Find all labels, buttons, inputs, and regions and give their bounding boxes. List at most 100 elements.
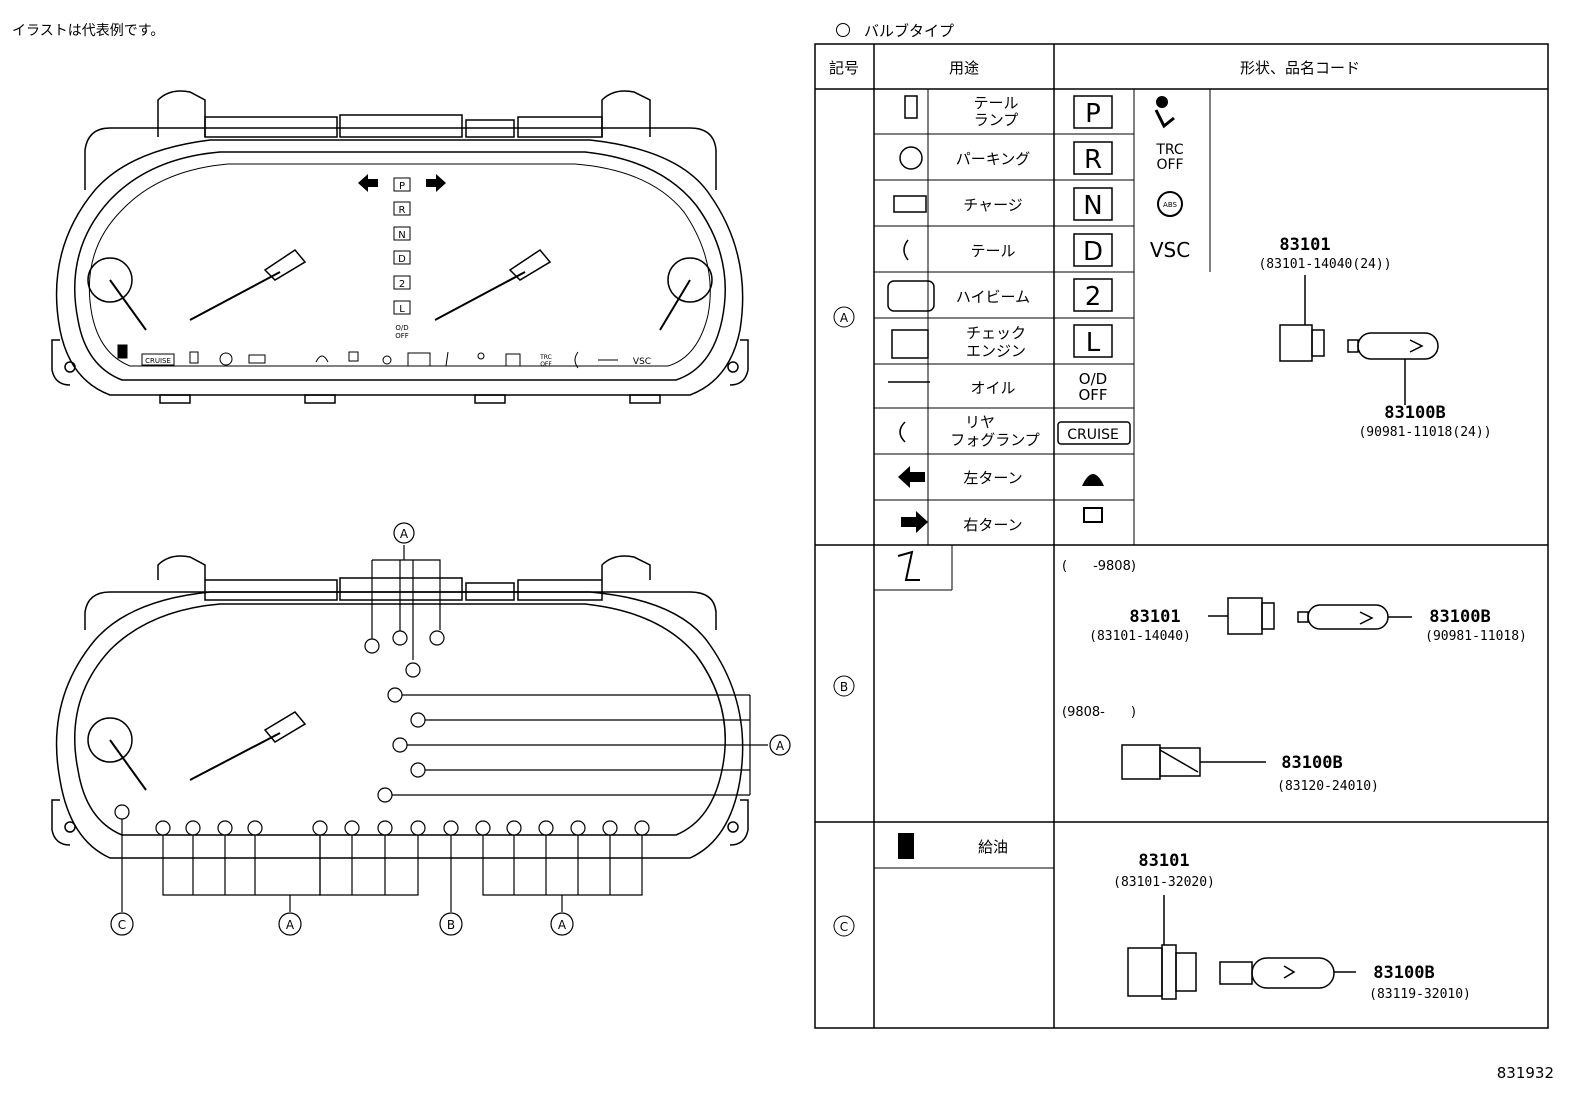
b-range-2: (9808- ) <box>1062 705 1136 720</box>
bulb-type-label: バルブタイプ <box>864 22 955 40</box>
c-socket-part: (83101-32020) <box>1113 875 1215 890</box>
usage-label-line: エンジン <box>966 342 1026 360</box>
trc-off-line: OFF <box>1156 157 1183 173</box>
bottom-socket-callouts <box>110 804 650 936</box>
usage-label-line: テール <box>973 94 1018 112</box>
shift-od-off: O/D <box>395 324 408 332</box>
slip-icon <box>348 351 359 362</box>
door-open-icon <box>315 355 329 363</box>
right-turn-icon <box>901 511 928 533</box>
svg-text:TRC: TRC <box>539 354 552 361</box>
usage-label-line: フォグランプ <box>950 431 1040 449</box>
callout-a-top: A <box>400 527 409 541</box>
b-bulb2-drawing <box>1121 744 1266 780</box>
shift-indicator-column: P R N D 2 L O/D OFF <box>393 177 411 340</box>
shift-d: D <box>398 254 406 265</box>
abs-indicator: ABS <box>1163 201 1177 209</box>
header-shape: 形状、品名コード <box>1240 59 1360 77</box>
check-engine-icon <box>891 329 929 359</box>
b-bulb2-part: (83120-24010) <box>1277 779 1379 794</box>
b-socket-drawing <box>1208 597 1412 635</box>
c-socket-drawing <box>1127 895 1356 1000</box>
usage-label: テール <box>970 242 1015 260</box>
shift-p: P <box>399 181 405 192</box>
abs-icon <box>1157 191 1183 217</box>
b-bulb2-code: 83100B <box>1281 753 1342 773</box>
od-off-line: OFF <box>1078 386 1107 404</box>
door-icon <box>904 95 918 119</box>
slip-icon <box>1083 507 1103 523</box>
a-bulb-code: 83100B <box>1384 403 1445 423</box>
symbol-c: C <box>840 920 848 934</box>
usage-label: パーキング <box>956 150 1031 168</box>
usage-label: オイル <box>970 379 1015 397</box>
usage-label: チェックエンジン <box>966 324 1026 360</box>
check-engine-icon <box>505 353 521 367</box>
fuel-icon <box>898 833 914 859</box>
usage-label-line: チェック <box>966 324 1026 342</box>
battery-icon <box>248 354 266 364</box>
shift-n: N <box>398 230 405 241</box>
c-bulb-code: 83100B <box>1373 963 1434 983</box>
shift-p-indicator: P <box>1085 99 1101 129</box>
usage-label: 右ターン <box>963 516 1022 534</box>
shift-r: R <box>399 205 406 216</box>
usage-labels-a: テールランプ パーキング チャージ テール ハイビーム チェックエンジン オイル… <box>950 94 1040 856</box>
document-number: 831932 <box>1496 1064 1554 1082</box>
cruise-indicator <box>141 353 175 366</box>
cruise-indicator: CRUISE <box>1067 427 1119 443</box>
cluster-indicator-row: CRUISE TRC OFF VSC <box>117 344 651 369</box>
a-socket-drawing <box>1279 275 1439 405</box>
c-bulb-part: (83119-32010) <box>1369 987 1471 1002</box>
b-socket-code: 83101 <box>1129 607 1180 627</box>
b-bulb-code: 83100B <box>1429 607 1490 627</box>
parking-brake-icon <box>219 352 233 366</box>
a-socket-part: (83101-14040(24)) <box>1258 257 1391 272</box>
shift-r-indicator: R <box>1084 145 1102 175</box>
left-turn-icon <box>358 174 378 192</box>
shift-d-indicator: D <box>1083 237 1103 267</box>
seatbelt-icon <box>897 550 920 581</box>
right-socket-callouts <box>377 687 791 803</box>
usage-label: リヤフォグランプ <box>950 413 1040 449</box>
battery-icon <box>893 195 927 213</box>
illustration-note: イラストは代表例です。 <box>12 23 165 39</box>
airbag-icon-body <box>1154 109 1175 129</box>
fuel-icon <box>117 344 128 359</box>
shift-l-indicator: L <box>1086 328 1101 358</box>
tail-light-icon <box>382 355 392 365</box>
left-turn-icon <box>898 466 925 488</box>
symbol-a: A <box>840 311 849 325</box>
shift-l: L <box>399 304 405 315</box>
callout-a-bottom-left: A <box>286 918 295 932</box>
callout-c-bottom: C <box>118 918 126 932</box>
header-usage: 用途 <box>949 59 979 77</box>
usage-label-fuel: 給油 <box>978 838 1008 856</box>
trc-off-line: TRC <box>1155 142 1184 158</box>
usage-label-line: ランプ <box>974 111 1019 129</box>
callout-a-bottom-right: A <box>558 918 567 932</box>
callout-b-bottom: B <box>447 918 455 932</box>
tail-light-icon <box>903 239 909 261</box>
cluster-top <box>51 90 749 404</box>
svg-text:CRUISE: CRUISE <box>145 357 171 365</box>
header-symbol: 記号 <box>829 59 859 77</box>
a-socket-code: 83101 <box>1279 235 1330 255</box>
bulb-type-title: バルブタイプ <box>836 20 954 41</box>
door-icon <box>189 351 199 364</box>
c-socket-code: 83101 <box>1138 851 1189 871</box>
top-socket-callouts <box>364 522 445 678</box>
a-bulb-part: (90981-11018(24)) <box>1358 425 1491 440</box>
symbol-b: B <box>840 680 848 694</box>
cluster-diagrams: P R N D 2 L O/D OFF CRUISE TRC OFF VSC <box>51 90 791 936</box>
b-bulb-part: (90981-11018) <box>1425 629 1527 644</box>
b-range-1: ( -9808) <box>1062 559 1136 574</box>
shift-2-indicator: 2 <box>1085 282 1102 312</box>
rear-fog-icon <box>574 351 579 369</box>
seatbelt-icon <box>445 351 454 367</box>
callout-a-right: A <box>776 739 785 753</box>
door-open-icon <box>1082 474 1104 486</box>
b-socket-part: (83101-14040) <box>1089 629 1191 644</box>
